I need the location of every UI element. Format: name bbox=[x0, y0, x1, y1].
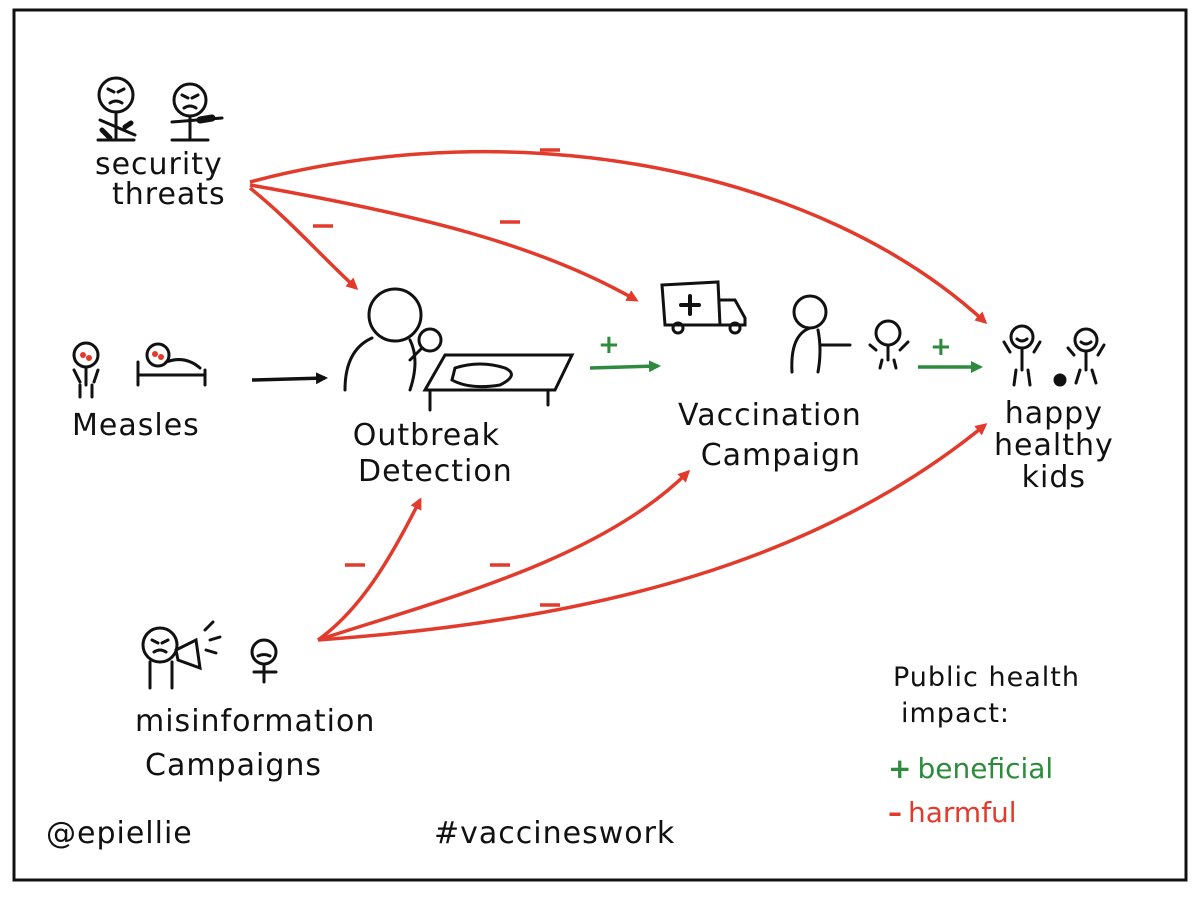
security-threats-line1: security bbox=[94, 147, 223, 182]
legend-beneficial-label: beneficial bbox=[917, 752, 1054, 785]
vaccination-campaign-line1: Vaccination bbox=[678, 398, 862, 433]
angry-armed-people-icon bbox=[96, 76, 224, 142]
happy-healthy-kids-line3: kids bbox=[1021, 460, 1087, 495]
investigator-with-map-icon bbox=[343, 287, 575, 412]
node-happy-healthy-kids: happy healthy kids bbox=[994, 398, 1114, 494]
node-measles: Measles bbox=[72, 408, 200, 443]
happy-kids-icon bbox=[1002, 324, 1106, 387]
node-outbreak-detection: Outbreak Detection bbox=[340, 418, 513, 490]
arrow-security-to-detection bbox=[248, 186, 359, 291]
misinformation-campaigns-line2: Campaigns bbox=[145, 748, 323, 783]
happy-healthy-kids-line1: happy bbox=[1004, 396, 1103, 431]
node-misinformation-campaigns: misinformation Campaigns bbox=[135, 700, 375, 788]
arrow-misinfo-to-vaccination bbox=[317, 469, 691, 642]
security-threats-line2: threats bbox=[112, 177, 226, 212]
arrow-measles-to-detection bbox=[251, 372, 328, 385]
legend-title: Public health impact: bbox=[893, 660, 1080, 732]
node-vaccination-campaign: Vaccination Campaign bbox=[678, 396, 862, 476]
legend-beneficial-glyph: + bbox=[888, 752, 912, 785]
arrow-misinfo-to-kids bbox=[317, 423, 988, 642]
legend-title-line1: Public health bbox=[893, 662, 1080, 693]
outbreak-detection-line2: Detection bbox=[358, 454, 513, 489]
arrow-misinfo-to-detection bbox=[316, 497, 422, 642]
legend-harmful-label: harmful bbox=[908, 796, 1017, 829]
misinformation-campaigns-line1: misinformation bbox=[135, 704, 376, 739]
vaccination-campaign-line2: Campaign bbox=[700, 438, 862, 473]
legend-harmful-glyph: – bbox=[888, 796, 902, 829]
arrow-detection-to-vaccination bbox=[589, 360, 661, 373]
node-security-threats: security threats bbox=[92, 150, 226, 210]
legend-title-line2: impact: bbox=[901, 698, 1011, 729]
arrow-security-to-vaccination bbox=[249, 183, 639, 302]
arrow-security-to-kids bbox=[249, 149, 988, 325]
happy-healthy-kids-line2: healthy bbox=[994, 428, 1114, 463]
legend-harmful: –harmful bbox=[888, 796, 1017, 830]
hashtag: #vaccineswork bbox=[434, 816, 676, 851]
megaphone-person-icon bbox=[141, 620, 278, 690]
sick-children-icon bbox=[72, 341, 207, 399]
author-handle: @epiellie bbox=[46, 816, 193, 851]
legend-beneficial: +beneficial bbox=[888, 752, 1053, 786]
plus-sign-detection-vaccination: + bbox=[598, 330, 620, 360]
plus-sign-vaccination-kids: + bbox=[930, 332, 952, 362]
border-frame bbox=[12, 8, 1188, 882]
outbreak-detection-line1: Outbreak bbox=[352, 418, 501, 453]
ambulance-and-vaccinator-icon bbox=[660, 280, 910, 374]
